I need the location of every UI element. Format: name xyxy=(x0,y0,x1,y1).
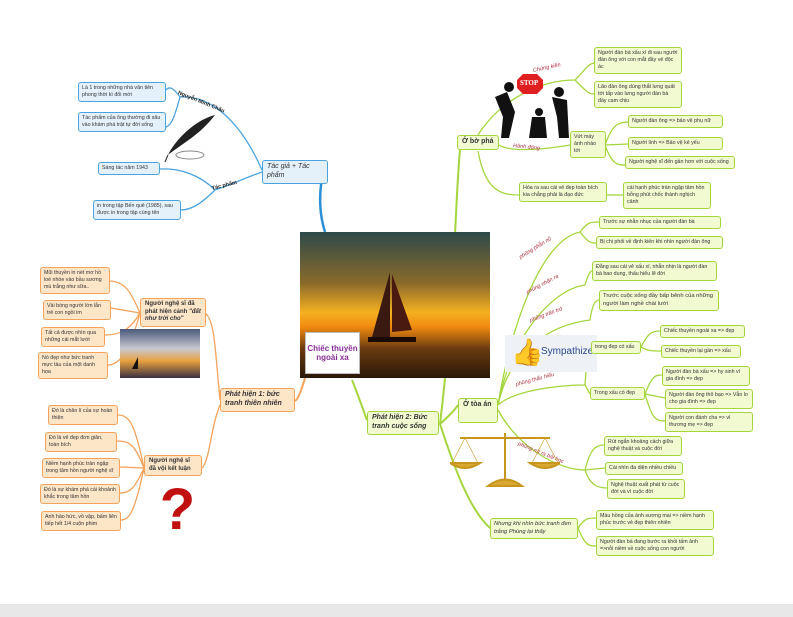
node-discovery-2[interactable]: Phát hiện 2: Bức tranh cuộc sống xyxy=(367,411,439,435)
node-court[interactable]: Ở tòa án xyxy=(458,398,498,423)
node-scene[interactable]: Người nghệ sĩ đã phát hiện cảnh "đất như… xyxy=(140,298,206,327)
sympathize-image: 👍 Sympathize xyxy=(505,335,597,372)
conclusion-item[interactable]: Niềm hạnh phúc tràn ngập trong tâm hồn n… xyxy=(42,458,120,478)
ugly-item[interactable]: Người đàn bà xấu => hy sinh vì gia đình … xyxy=(662,366,750,386)
bottom-bar xyxy=(0,604,793,617)
scene-item[interactable]: Nó đẹp như bức tranh mực tàu của một dan… xyxy=(38,352,108,379)
node-conclusion[interactable]: Người nghệ sĩ đã vội kết luận xyxy=(144,455,202,476)
anger-item[interactable]: Trước sự nhẫn nhục của người đàn bà xyxy=(599,216,721,229)
sailboat-icon xyxy=(368,272,416,342)
beauty-item[interactable]: Chiếc thuyền lại gần => xấu xyxy=(661,345,741,358)
question-mark-icon: ? xyxy=(159,480,196,540)
ugly-item[interactable]: Người đàn ông thô bạo => Vẫn lo cho gia … xyxy=(665,389,753,409)
realize-item[interactable]: Đằng sau cái vẻ xấu xí, nhẫn nhịn là ngư… xyxy=(592,261,717,281)
node-discovery-1[interactable]: Phát hiện 1: bức tranh thiên nhiên xyxy=(220,388,295,412)
scene-quote: "đất như trời cho" xyxy=(145,308,201,323)
photo-item[interactable]: Màu hồng của ánh sương mai => niềm hạnh … xyxy=(596,510,714,530)
lesson-item[interactable]: Nghệ thuật xuất phát từ cuộc đời và vì c… xyxy=(607,479,685,499)
lesson-item[interactable]: Rút ngắn khoảng cách giữa nghệ thuật và … xyxy=(604,436,682,456)
lesson-item[interactable]: Cái nhìn đa diện nhiều chiều xyxy=(605,462,683,475)
anger-item[interactable]: Bị chi phối về định kiến khi nhìn người … xyxy=(596,236,723,249)
realization-node[interactable]: Hóa ra sau cái vẻ đẹp toàn bích kia chẳn… xyxy=(519,182,607,202)
worry-item[interactable]: Trước cuộc sống đầy bấp bênh của những n… xyxy=(599,290,719,312)
conclusion-item[interactable]: Đó là sự khám phá cái khoảnh khắc trong … xyxy=(40,484,120,504)
center-title[interactable]: Chiếc thuyền ngoài xa xyxy=(305,332,360,374)
work-item[interactable]: Sáng tác năm 1943 xyxy=(98,162,160,175)
sea-boat-image xyxy=(120,329,200,378)
violence-stop-image: STOP xyxy=(487,72,582,140)
beauty-item[interactable]: Chiếc thuyền ngoài xa => đẹp xyxy=(660,325,745,338)
witness-item[interactable]: Lão đàn ông dùng thắt lưng quất tới tấp … xyxy=(594,81,682,108)
ugly-item[interactable]: Người con đánh cha => vì thương mẹ => đẹ… xyxy=(665,412,753,432)
action-item[interactable]: Người nghệ sĩ đến gần hơn với cuộc sống xyxy=(625,156,735,169)
ugly-has-beauty-node[interactable]: Trong xấu có đẹp xyxy=(590,387,645,400)
node-lagoon[interactable]: Ở bờ phá xyxy=(457,135,499,150)
conclusion-item[interactable]: Anh háo hức, vồ vập, bấm liên tiếp hết 1… xyxy=(41,511,121,531)
scene-title: Người nghệ sĩ đã phát hiện cảnh xyxy=(145,301,195,315)
conclusion-item[interactable]: Đó là chân lí của sự hoàn thiện xyxy=(48,405,118,425)
scales-of-justice-icon xyxy=(450,433,560,487)
realization-item[interactable]: cái hạnh phúc tràn ngập tâm hồn bỗng phú… xyxy=(623,182,711,209)
scene-item[interactable]: Mũi thuyền in nét mơ hồ loè nhòe vào bầu… xyxy=(40,267,110,294)
scene-item[interactable]: Tất cả được nhìn qua những cái mắt lưới xyxy=(41,327,105,347)
work-item[interactable]: in trong tập Bến quê (1985), sau được in… xyxy=(93,200,181,220)
sunset-sailboat-image: Chiếc thuyền ngoài xa xyxy=(300,232,490,378)
author-item[interactable]: Tác phẩm của ông thường đi sâu vào khám … xyxy=(78,112,166,132)
action-item[interactable]: Người đàn ông => bảo vệ phụ nữ xyxy=(628,115,723,128)
action-item[interactable]: Người lính => Bảo vệ kẻ yếu xyxy=(628,137,723,150)
photo-item[interactable]: Người đàn bà đang bước ra khỏi tấm ảnh =… xyxy=(596,536,714,556)
conclusion-item[interactable]: Đó là vẻ đẹp đơn giản, toàn bích xyxy=(45,432,117,452)
photo-node[interactable]: Nhưng khi nhìn bức tranh đen trắng Phùng… xyxy=(490,518,578,540)
action-node[interactable]: Vứt máy ảnh nhào tới xyxy=(570,131,606,158)
sympathize-text: Sympathize xyxy=(541,346,594,357)
scene-item[interactable]: Vài bóng người lớn lẫn trẻ con ngồi im xyxy=(43,300,111,320)
quill-pen-icon xyxy=(164,115,215,163)
thumbs-up-icon: 👍 xyxy=(511,337,544,367)
beauty-has-ugly-node[interactable]: trong đẹp có xấu xyxy=(591,341,641,354)
author-item[interactable]: Là 1 trong những nhà văn tiên phong thời… xyxy=(78,82,166,102)
witness-item[interactable]: Người đàn bà xấu xí đi sau người đàn ông… xyxy=(594,47,682,74)
stop-sign-text: STOP xyxy=(520,79,539,87)
node-author-work[interactable]: Tác giả + Tác phẩm xyxy=(262,160,328,184)
